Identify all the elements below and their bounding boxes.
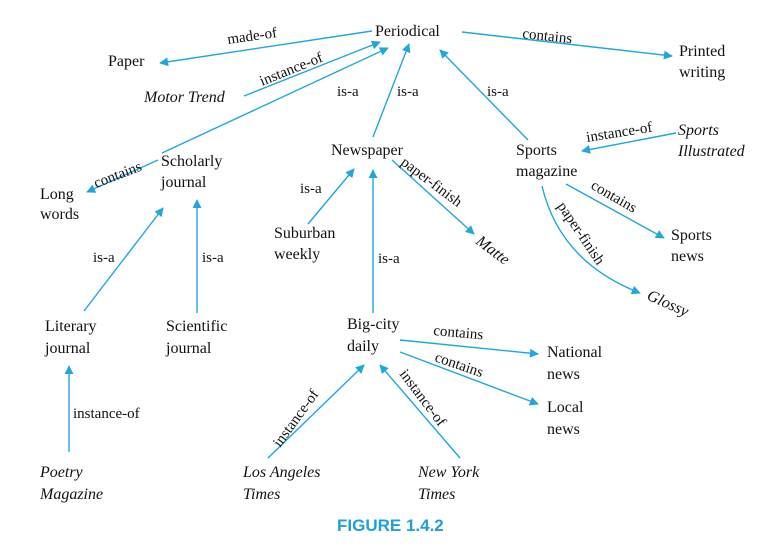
- edge-los-angeles-times-instance-of-big-city-daily: [267, 364, 365, 459]
- edge-literary-journal-is-a-scholarly-journal: [83, 207, 164, 312]
- node-printed-writing: Printed writing: [679, 43, 729, 81]
- label-instance-of-motor-trend: instance-of: [258, 50, 326, 90]
- label-is-a-scholarly: is-a: [337, 84, 359, 100]
- edge-periodical-contains-printed-writing: [461, 31, 673, 60]
- edge-new-york-times-instance-of-big-city-daily: [379, 364, 461, 459]
- node-paper: Paper: [108, 53, 145, 70]
- node-poetry-magazine: Poetry Magazine: [39, 464, 103, 503]
- figure-caption: FIGURE 1.4.2: [337, 516, 444, 535]
- edge-periodical-made-of-paper: [159, 30, 373, 67]
- label-contains-long-words: contains: [92, 159, 145, 192]
- node-sports-illustrated: Sports Illustrated: [677, 122, 746, 160]
- node-periodical: Periodical: [375, 23, 440, 40]
- label-instance-of-sports-illustrated: instance-of: [585, 120, 653, 146]
- node-sports-news: Sports news: [671, 227, 716, 265]
- label-is-a-literary: is-a: [93, 250, 115, 266]
- edge-sports-magazine-paper-finish-glossy: [541, 185, 641, 295]
- node-scientific-journal: Scientific journal: [165, 318, 231, 357]
- edge-scholarly-journal-contains-long-words: [86, 159, 159, 193]
- label-paper-finish-matte: paper-finish: [398, 154, 466, 211]
- edge-sports-magazine-is-a-periodical: [439, 49, 529, 141]
- label-is-a-suburban: is-a: [300, 181, 322, 197]
- edge-newspaper-is-a-periodical: [372, 43, 411, 138]
- label-contains-national-news: contains: [433, 323, 484, 343]
- node-newspaper: Newspaper: [331, 142, 404, 159]
- node-suburban-weekly: Suburban weekly: [274, 225, 339, 263]
- node-big-city-daily: Big-city daily: [347, 316, 403, 355]
- node-glossy: Glossy: [644, 287, 692, 321]
- node-sports-magazine: Sports magazine: [516, 142, 577, 180]
- edge-newspaper-paper-finish-matte: [391, 159, 475, 235]
- node-los-angeles-times: Los Angeles Times: [242, 464, 324, 503]
- edge-suburban-weekly-is-a-newspaper: [307, 168, 355, 225]
- node-motor-trend: Motor Trend: [143, 89, 226, 106]
- label-is-a-sports-magazine: is-a: [487, 84, 509, 100]
- edge-sports-magazine-contains-sports-news: [565, 183, 665, 239]
- node-long-words: Long words: [40, 186, 79, 223]
- label-is-a-newspaper: is-a: [397, 84, 419, 100]
- label-instance-of-new-york: instance-of: [396, 367, 449, 430]
- edge-motor-trend-instance-of-periodical: [243, 40, 381, 97]
- node-scholarly-journal: Scholarly journal: [160, 153, 226, 191]
- edge-scholarly-journal-is-a-periodical: [161, 47, 389, 154]
- label-instance-of-los-angeles: instance-of: [270, 387, 322, 450]
- node-local-news: Local news: [547, 399, 587, 438]
- node-literary-journal: Literary journal: [44, 318, 101, 357]
- edge-sports-illustrated-instance-of-sports-magazine: [581, 132, 677, 154]
- label-is-a-scientific: is-a: [202, 250, 224, 266]
- label-contains-local-news: contains: [433, 350, 486, 381]
- node-matte: Matte: [472, 232, 513, 269]
- edge-big-city-daily-contains-national-news: [399, 339, 539, 358]
- label-made-of: made-of: [226, 25, 278, 48]
- node-national-news: National news: [547, 344, 606, 383]
- label-is-a-big-city: is-a: [378, 251, 400, 267]
- label-instance-of-poetry: instance-of: [73, 406, 140, 422]
- label-contains-printed-writing: contains: [522, 26, 574, 47]
- node-new-york-times: New York Times: [417, 464, 483, 503]
- edge-big-city-daily-contains-local-news: [399, 351, 539, 406]
